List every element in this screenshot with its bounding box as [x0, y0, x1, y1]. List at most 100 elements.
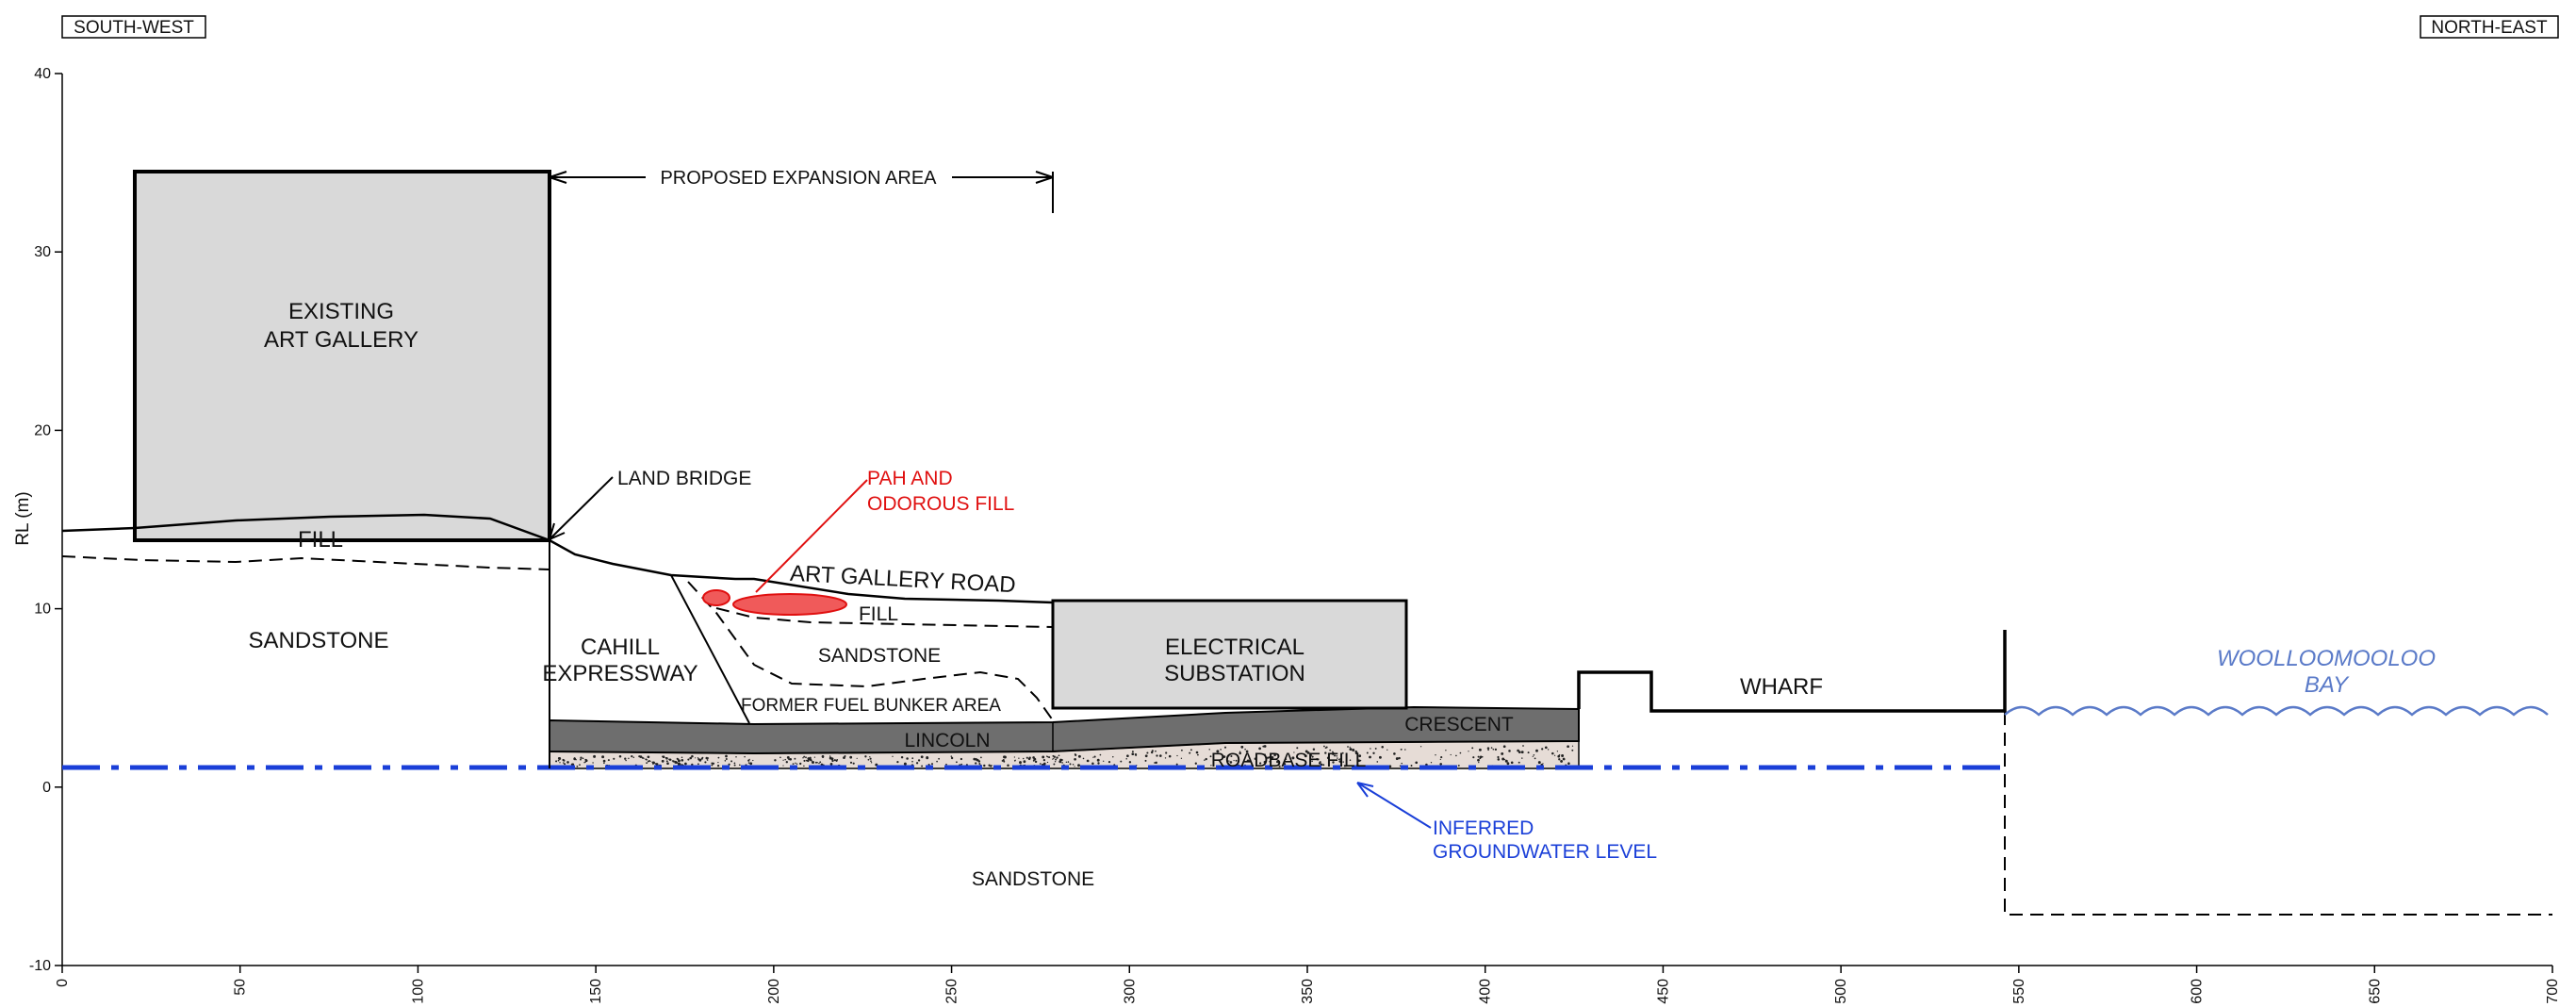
stipple-dot — [1125, 758, 1127, 760]
stipple-dot — [1291, 756, 1295, 760]
stipple-dot — [1522, 745, 1524, 747]
stipple-dot — [1571, 749, 1574, 751]
stipple-dot — [1517, 749, 1519, 752]
stipple-dot — [931, 763, 933, 766]
stipple-dot — [980, 756, 982, 759]
stipple-dot — [705, 756, 709, 760]
proposed-expansion-label: PROPOSED EXPANSION AREA — [660, 168, 937, 189]
stipple-dot — [1239, 751, 1241, 755]
stipple-dot — [1230, 754, 1233, 758]
stipple-dot — [1195, 751, 1199, 754]
stipple-dot — [1023, 760, 1026, 764]
stipple-dot — [1042, 755, 1045, 759]
stipple-dot — [849, 761, 853, 764]
stipple-dot — [744, 755, 746, 758]
stipple-dot — [1345, 765, 1348, 768]
x-tick-label: 550 — [2011, 979, 2027, 1004]
stipple-dot — [1471, 747, 1474, 750]
stipple-dot — [1532, 755, 1534, 757]
stipple-dot — [1269, 761, 1271, 763]
stipple-dot — [915, 762, 919, 765]
stipple-dot — [988, 764, 991, 767]
stipple-dot — [1039, 763, 1042, 765]
wharf-profile — [1577, 630, 2007, 713]
stipple-dot — [1077, 764, 1080, 768]
stipple-dot — [1155, 750, 1157, 752]
stipple-dot — [1168, 754, 1172, 758]
stipple-dot — [677, 758, 680, 761]
stipple-dot — [803, 765, 805, 768]
stipple-dot — [856, 757, 858, 759]
x-tick-label: 450 — [1655, 979, 1671, 1004]
fuel-bunker-boundary — [687, 581, 1054, 721]
stipple-dot — [1508, 750, 1511, 752]
ground-surface-line — [61, 513, 1054, 604]
stipple-dot — [559, 762, 561, 764]
stipple-dot — [1099, 753, 1102, 756]
stipple-dot — [697, 757, 699, 759]
stipple-dot — [749, 762, 753, 766]
stipple-dot — [592, 762, 594, 764]
stipple-dot — [1096, 758, 1100, 762]
stipple-dot — [1154, 762, 1156, 764]
stipple-dot — [1479, 755, 1483, 759]
stipple-dot — [1072, 764, 1075, 766]
stipple-dot — [1042, 758, 1046, 762]
stipple-dot — [697, 763, 699, 766]
x-tick-label: 650 — [2367, 979, 2383, 1004]
stipple-dot — [1108, 761, 1111, 764]
stipple-dot — [706, 759, 709, 761]
stipple-dot — [1520, 751, 1524, 754]
stipple-dot — [1082, 757, 1085, 760]
stipple-dot — [580, 758, 582, 761]
stipple-dot — [1054, 761, 1057, 763]
stipple-dot — [1398, 756, 1401, 760]
stipple-dot — [1155, 761, 1157, 765]
stipple-dot — [870, 762, 873, 764]
y-tick-label: 20 — [34, 422, 51, 438]
stipple-dot — [733, 764, 736, 767]
stipple-dot — [603, 762, 605, 765]
stipple-dot — [813, 756, 816, 758]
crescent-label: CRESCENT — [1404, 714, 1514, 735]
stipple-dot — [870, 760, 872, 763]
y-tick-label: 0 — [42, 780, 51, 796]
stipple-dot — [956, 761, 958, 764]
stipple-dot — [1144, 759, 1147, 762]
stipple-dot — [1504, 759, 1506, 761]
stipple-dot — [1176, 754, 1178, 757]
stipple-dot — [1557, 754, 1561, 758]
stipple-dot — [558, 757, 562, 760]
stipple-dot — [1537, 761, 1541, 765]
stipple-dot — [794, 757, 796, 760]
stipple-dot — [1103, 760, 1105, 762]
stipple-dot — [563, 759, 566, 762]
stipple-dot — [1494, 748, 1498, 751]
stipple-dot — [1478, 748, 1482, 751]
stipple-dot — [1146, 751, 1149, 754]
stipple-dot — [1553, 754, 1556, 756]
stipple-dot — [1013, 756, 1016, 758]
stipple-dot — [1060, 758, 1063, 762]
stipple-dot — [564, 763, 566, 766]
stipple-dot — [1401, 762, 1403, 765]
stipple-dot — [1341, 751, 1344, 754]
stipple-dot — [582, 757, 584, 760]
sandstone-label-bottom: SANDSTONE — [972, 868, 1094, 890]
stipple-dot — [1205, 757, 1207, 761]
stipple-dot — [628, 757, 630, 760]
stipple-dot — [1381, 746, 1384, 749]
stipple-dot — [809, 756, 812, 759]
stipple-dot — [960, 757, 963, 761]
stipple-dot — [711, 762, 714, 765]
stipple-dot — [1506, 762, 1510, 766]
stipple-dot — [704, 761, 707, 764]
stipple-dot — [1134, 752, 1138, 756]
stipple-dot — [1112, 756, 1114, 758]
stipple-dot — [1386, 749, 1388, 751]
stipple-dot — [613, 757, 615, 760]
stipple-dot — [1521, 757, 1523, 759]
stipple-dot — [666, 762, 669, 766]
stipple-dot — [818, 762, 820, 765]
stipple-dot — [831, 759, 834, 763]
